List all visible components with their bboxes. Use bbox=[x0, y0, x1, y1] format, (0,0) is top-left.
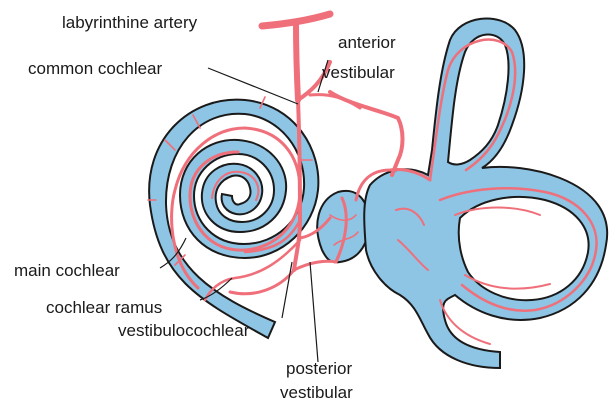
label-labyrinthine-artery: labyrinthine artery bbox=[62, 13, 198, 32]
label-posterior-vestibular-line1: posterior bbox=[286, 359, 352, 378]
label-anterior-vestibular-line2: vestibular bbox=[322, 63, 395, 82]
leader-vestibulocochlear bbox=[282, 262, 292, 318]
lateral-canal-lumen bbox=[459, 197, 589, 300]
cochlear-ramus-artery bbox=[230, 270, 294, 294]
labyrinthine-artery-stem bbox=[296, 22, 298, 100]
label-common-cochlear: common cochlear bbox=[28, 59, 163, 78]
label-vestibulocochlear: vestibulocochlear bbox=[118, 321, 250, 340]
label-cochlear-ramus: cochlear ramus bbox=[46, 298, 162, 317]
label-main-cochlear: main cochlear bbox=[14, 261, 120, 280]
leader-posterior-vestibular bbox=[310, 262, 318, 362]
leader-common-cochlear bbox=[208, 68, 298, 104]
label-anterior-vestibular-line1: anterior bbox=[338, 33, 396, 52]
label-posterior-vestibular-line2: vestibular bbox=[280, 383, 353, 402]
